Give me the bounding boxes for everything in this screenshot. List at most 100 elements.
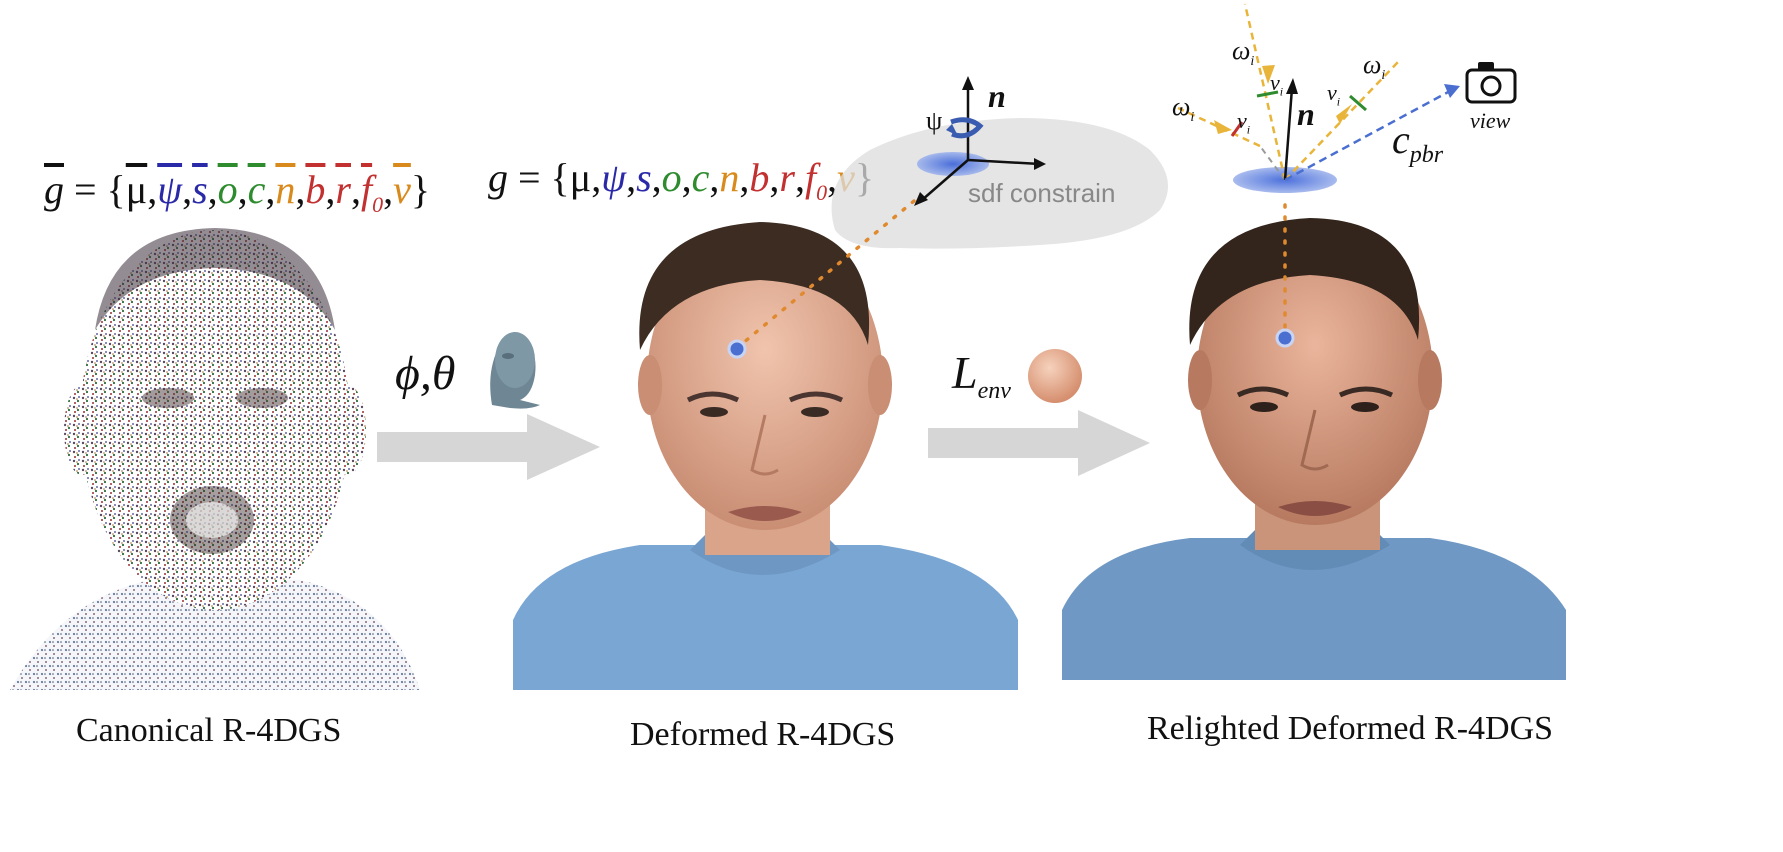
deformed-head-photo (513, 222, 1018, 690)
v-sub: i (1279, 84, 1284, 99)
formula-term: c (248, 167, 266, 212)
relighted-forehead-point (1275, 328, 1295, 348)
canonical-formula: g = {μ,ψ,s,o,c,n,b,r,f0,v} (44, 166, 430, 218)
formula-comma: , (709, 155, 720, 200)
v-main: v (1237, 108, 1247, 133)
psi-label: ψ (926, 106, 943, 135)
formula-comma: , (626, 155, 637, 200)
formula-term-symbol: s (192, 167, 208, 212)
formula-term-symbol: v (393, 167, 411, 212)
omega-sub: i (1381, 68, 1386, 84)
omega-main: ω (1172, 92, 1191, 121)
formula-comma: , (295, 167, 306, 212)
formula-comma: , (651, 155, 662, 200)
formula-eq: = { (508, 155, 570, 200)
formula-close: } (410, 167, 431, 212)
omega-sub: i (1190, 110, 1195, 126)
c-pbr-label: cpbr (1392, 116, 1443, 169)
v-label-left: vi (1237, 108, 1250, 137)
formula-term-subscript: 0 (372, 192, 384, 217)
formula-term-symbol: n (719, 155, 740, 200)
formula-comma: , (383, 167, 394, 212)
formula-term-symbol: b (749, 155, 770, 200)
deformed-forehead-point (727, 339, 747, 359)
formula-term: f0 (804, 155, 827, 205)
formula-comma: , (182, 167, 193, 212)
formula-term: r (779, 155, 795, 200)
caption-canonical: Canonical R-4DGS (76, 712, 342, 749)
formula-term: r (335, 167, 351, 212)
formula-term-symbol: ψ (601, 155, 627, 200)
omega-label-top: ωi (1232, 36, 1254, 70)
relighted-gaussian-shading (1177, 3, 1460, 193)
formula-lhs: g (44, 167, 64, 212)
formula-term: o (218, 167, 238, 212)
formula-term: μ (570, 155, 591, 200)
formula-comma: , (147, 167, 158, 212)
v-sub: i (1336, 94, 1341, 109)
canonical-point-cloud (10, 228, 420, 690)
normal-label-deformed: n (988, 78, 1006, 114)
env-light-sphere-icon (1028, 349, 1082, 403)
formula-comma: , (265, 167, 276, 212)
formula-term-symbol: ψ (157, 167, 183, 212)
formula-term: c (692, 155, 710, 200)
l-env-main: L (952, 347, 978, 398)
sdf-constrain-label: sdf constrain (968, 178, 1116, 208)
head-mesh-icon (490, 332, 540, 409)
omega-sub: i (1250, 54, 1255, 70)
formula-comma: , (794, 155, 805, 200)
formula-term-symbol: r (779, 155, 795, 200)
formula-comma: , (237, 167, 248, 212)
formula-term-symbol: c (247, 167, 266, 212)
formula-term: ψ (601, 155, 626, 200)
omega-label-right: ωi (1363, 50, 1385, 84)
view-label: view (1470, 108, 1511, 133)
formula-term-symbol: b (305, 167, 326, 212)
flow-arrow-2 (928, 410, 1150, 476)
formula-comma: , (827, 155, 838, 200)
v-main: v (1327, 80, 1337, 105)
flow-arrow-1 (377, 414, 600, 480)
phi-theta-label: ϕ,θ (395, 347, 456, 400)
omega-main: ω (1363, 50, 1382, 79)
formula-term-symbol: f (804, 155, 817, 200)
c-pbr-sub: pbr (1409, 142, 1444, 168)
deformed-gaussian-axes (914, 76, 1046, 206)
formula-comma: , (739, 155, 750, 200)
normal-label-relighted: n (1297, 96, 1315, 132)
formula-term-symbol: s (636, 155, 652, 200)
v-label-top: vi (1270, 70, 1283, 99)
formula-comma: , (207, 167, 218, 212)
formula-terms: μ,ψ,s,o,c,n,b,r,f0,v (126, 167, 411, 217)
v-label-right: vi (1327, 80, 1340, 109)
relighted-head-photo (1062, 218, 1566, 680)
formula-term-symbol: μ (569, 155, 592, 200)
camera-icon (1465, 62, 1517, 104)
formula-comma: , (591, 155, 602, 200)
formula-term: v (393, 167, 411, 212)
formula-term: n (719, 155, 739, 200)
formula-term: s (636, 155, 652, 200)
formula-term-symbol: c (691, 155, 710, 200)
formula-comma: , (681, 155, 692, 200)
formula-comma: , (325, 167, 336, 212)
l-env-sub: env (977, 378, 1011, 405)
formula-lhs: g (488, 155, 508, 200)
formula-term-symbol: o (217, 167, 238, 212)
formula-term: b (749, 155, 769, 200)
l-env-label: Lenv (952, 346, 1011, 405)
v-main: v (1270, 70, 1280, 95)
formula-comma: , (350, 167, 361, 212)
formula-term-subscript: 0 (816, 180, 828, 205)
formula-term-symbol: μ (125, 167, 148, 212)
formula-term: ψ (157, 167, 182, 212)
formula-term: μ (126, 167, 147, 212)
c-pbr-main: c (1392, 117, 1410, 162)
deformed-ray-dotted (735, 194, 922, 350)
formula-term: n (275, 167, 295, 212)
formula-eq: = { (64, 167, 126, 212)
sdf-cloud (831, 118, 1168, 249)
formula-comma: , (769, 155, 780, 200)
